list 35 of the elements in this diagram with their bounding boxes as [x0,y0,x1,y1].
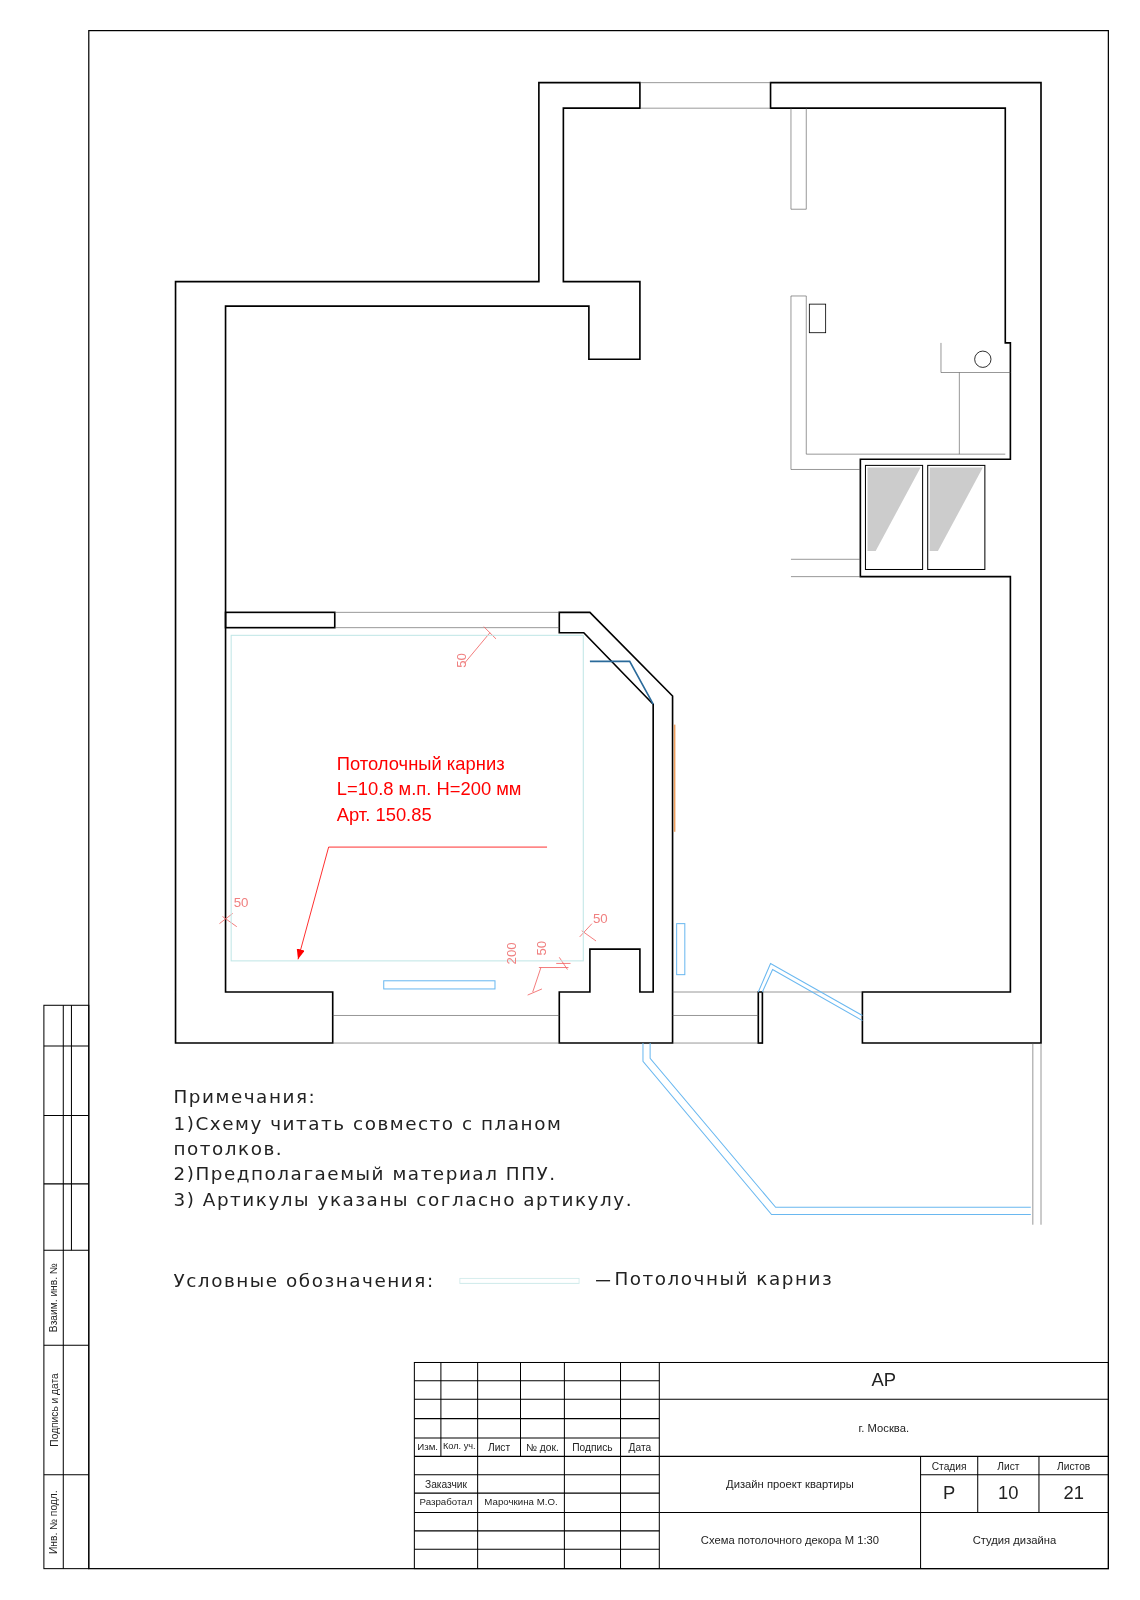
notes-heading: Примечания: [173,1084,317,1110]
title-block-text: АР [871,1370,897,1391]
legend-heading: Условные обозначения: [173,1268,435,1294]
title-block-text: Дизайн проект квартиры [726,1478,854,1491]
stamp-label: Взаим. инв. № [48,1263,60,1333]
column-header: Лист [487,1441,511,1453]
note-text: 2)Предполагаемый материал ППУ. [173,1161,557,1186]
column-header: № док. [526,1441,559,1453]
title-block-text: 10 [998,1483,1019,1504]
callout-text: Потолочный карниз L=10.8 м.п. H=200 мм Арт. 150.85 [336,751,556,848]
title-block-text: Марочкина М.О. [484,1497,558,1509]
dimension-value: 50 [592,909,608,928]
stamp-label: Подпись и дата [47,1373,60,1447]
note-text: 3) Артикулы указаны согласно артикулу. [173,1188,634,1213]
dimension-value: 50 [233,894,249,913]
column-header: Лист [997,1459,1020,1472]
stamp-label: Инв. № подл. [48,1489,60,1554]
title-block-text: Схема потолочного декора М 1:30 [700,1534,880,1547]
title-block-text: г. Москва. [858,1421,910,1434]
dimension-value: 50 [452,653,470,668]
column-header: Стадия [931,1459,967,1472]
column-header: Кол. уч. [442,1442,476,1453]
row-header: Разработал [419,1497,473,1509]
dimension-value: 50 [532,940,551,956]
title-block-text: Студия дизайна [972,1534,1057,1547]
dimension-value: 200 [502,942,521,965]
title-block-text: Р [943,1483,956,1504]
title-block-text: 21 [1063,1483,1084,1504]
column-header: Подпись [572,1441,613,1453]
row-header: Заказчик [425,1478,467,1490]
column-header: Дата [628,1441,652,1453]
note-text: 1)Схему читать совместо с планом потолков. [173,1111,564,1162]
legend-text: Потолочный карниз [614,1267,834,1289]
column-header: Листов [1057,1459,1091,1472]
column-header: Изм. [417,1441,438,1453]
